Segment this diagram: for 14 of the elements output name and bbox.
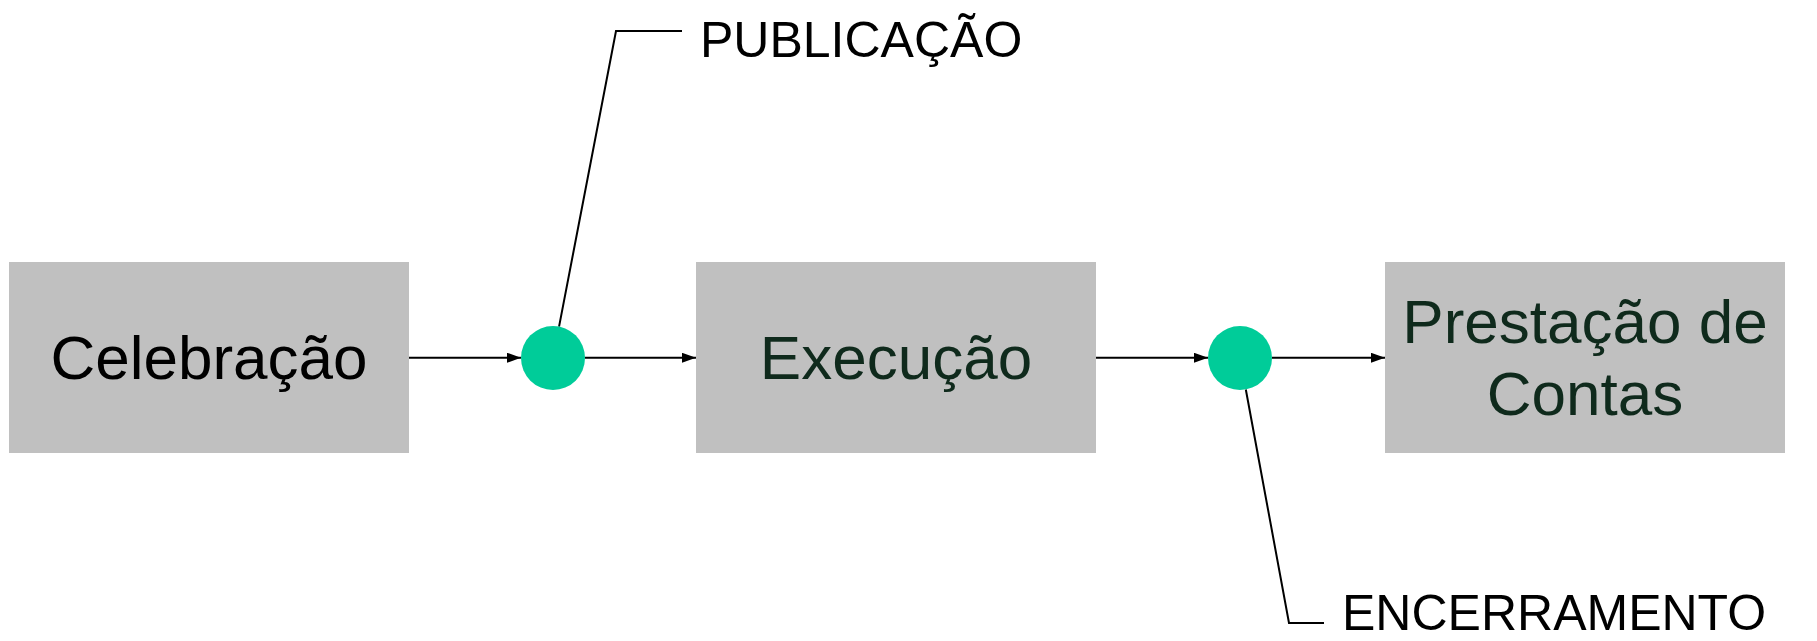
arrow xyxy=(1095,352,1209,363)
arrow xyxy=(584,352,697,363)
process-label: Prestação de Contas xyxy=(1401,286,1769,429)
arrow xyxy=(408,352,522,363)
leader-line xyxy=(558,30,683,328)
stage-label: ENCERRAMENTO xyxy=(1342,586,1767,640)
process-label: Execução xyxy=(759,321,1033,394)
process-label: Celebração xyxy=(50,321,368,394)
process-box xyxy=(696,262,1096,453)
stage-label: PUBLICAÇÃO xyxy=(700,12,1023,68)
process-box xyxy=(9,262,409,453)
leader-line xyxy=(1244,388,1325,624)
process-box xyxy=(1385,262,1785,453)
arrow xyxy=(1271,352,1386,363)
